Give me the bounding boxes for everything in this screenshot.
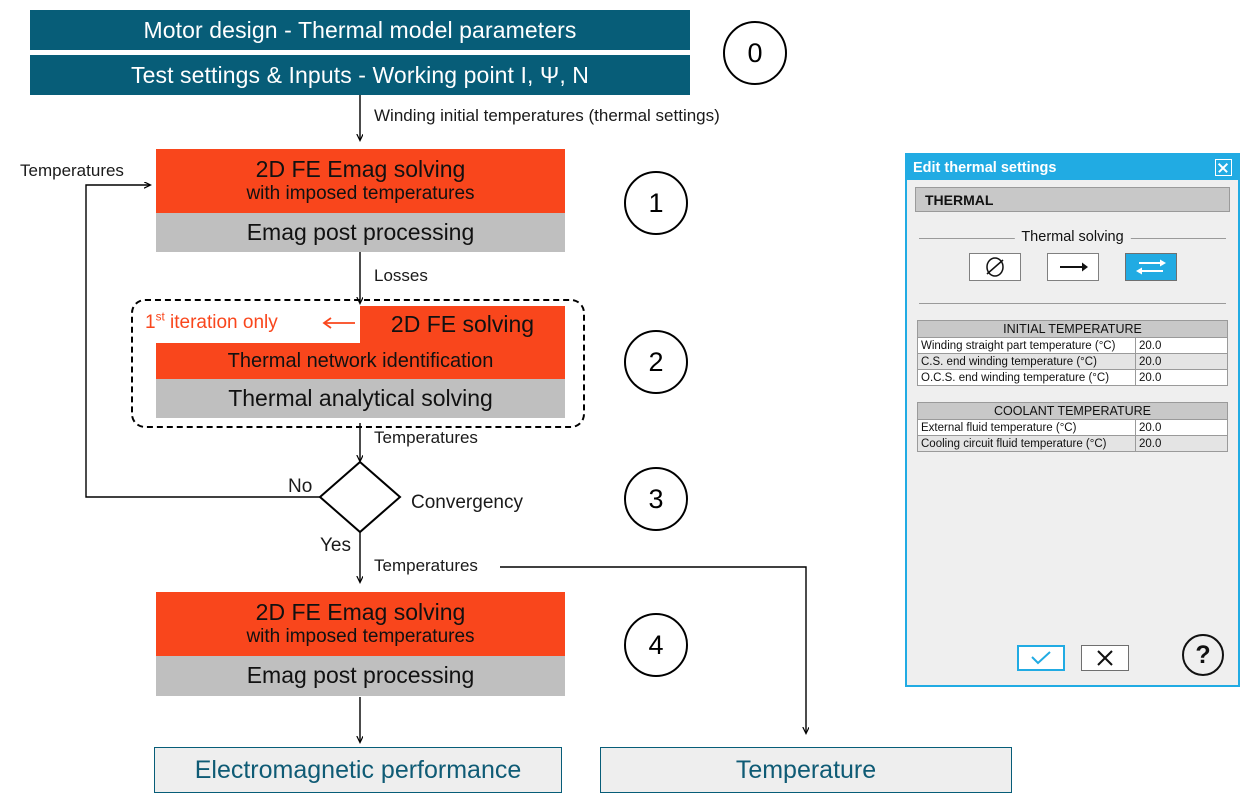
dialog-section-thermal: THERMAL (915, 187, 1230, 212)
decision-label-yes: Yes (320, 535, 351, 556)
block-thermal-analytical-solving: Thermal analytical solving (156, 379, 565, 418)
table-row[interactable]: Winding straight part temperature (°C) 2… (917, 337, 1228, 354)
ok-button[interactable] (1016, 645, 1065, 671)
help-icon: ? (1195, 640, 1211, 669)
coolant-temperature-header: COOLANT TEMPERATURE (917, 402, 1228, 420)
block-emag-post-processing-1: Emag post processing (156, 213, 565, 252)
edge-label-temperatures-yes: Temperatures (374, 556, 478, 575)
initial-temperature-header: INITIAL TEMPERATURE (917, 320, 1228, 338)
row-label: Cooling circuit fluid temperature (°C) (917, 435, 1136, 452)
result-em-label: Electromagnetic performance (194, 755, 522, 784)
edge-label-winding-initial: Winding initial temperatures (thermal se… (374, 106, 720, 125)
block-2d-fe-solving: 2D FE solving (360, 306, 565, 343)
cancel-button[interactable] (1080, 645, 1129, 671)
row-label: Winding straight part temperature (°C) (917, 337, 1136, 354)
dialog-footer: ? (907, 634, 1238, 676)
row-value[interactable]: 20.0 (1135, 369, 1228, 386)
edge-label-temperatures-loop: Temperatures (20, 161, 124, 180)
step-3-number: 3 (648, 483, 664, 514)
header-motor-design-label: Motor design - Thermal model parameters (143, 16, 577, 43)
block4-top-line2: with imposed temperatures (246, 626, 475, 648)
close-icon[interactable] (1215, 159, 1232, 176)
block1-top-line2: with imposed temperatures (246, 183, 475, 205)
thermal-solving-fieldset: Thermal solving (919, 229, 1226, 245)
dialog-title-bar: Edit thermal settings (907, 155, 1238, 180)
header-bar-test-settings: Test settings & Inputs - Working point I… (30, 55, 690, 95)
no-thermal-icon[interactable] (968, 253, 1021, 281)
table-row[interactable]: C.S. end winding temperature (°C) 20.0 (917, 353, 1228, 370)
first-iteration-only-label: 1st iteration only (145, 311, 278, 334)
block-2d-fe-emag-solving-2: 2D FE Emag solving with imposed temperat… (156, 592, 565, 656)
block4-top-line1: 2D FE Emag solving (255, 599, 466, 626)
step-0-number: 0 (747, 37, 763, 68)
row-label: C.S. end winding temperature (°C) (917, 353, 1136, 370)
row-label: O.C.S. end winding temperature (°C) (917, 369, 1136, 386)
checkmark-icon (1030, 651, 1051, 665)
table-header-row: INITIAL TEMPERATURE (917, 320, 1228, 338)
row-value[interactable]: 20.0 (1135, 337, 1228, 354)
one-way-arrow-icon[interactable] (1046, 253, 1099, 281)
cross-icon (1096, 650, 1113, 666)
thermal-solving-mode-group (907, 253, 1238, 281)
table-header-row: COOLANT TEMPERATURE (917, 402, 1228, 420)
dialog-title-label: Edit thermal settings (913, 159, 1057, 176)
block-2d-fe-emag-solving-1: 2D FE Emag solving with imposed temperat… (156, 149, 565, 213)
coolant-temperature-table: COOLANT TEMPERATURE External fluid tempe… (917, 402, 1228, 452)
result-temperature: Temperature (600, 747, 1012, 793)
block2-mid-label: Thermal network identification (227, 349, 494, 372)
row-value[interactable]: 20.0 (1135, 353, 1228, 370)
block-thermal-network-identification: Thermal network identification (156, 343, 565, 379)
block4-bottom-label: Emag post processing (246, 662, 475, 689)
block-emag-post-processing-2: Emag post processing (156, 656, 565, 696)
table-row[interactable]: O.C.S. end winding temperature (°C) 20.0 (917, 369, 1228, 386)
edit-thermal-settings-dialog: Edit thermal settings THERMAL Thermal so… (905, 153, 1240, 687)
dialog-separator (919, 303, 1226, 304)
result-electromagnetic-performance: Electromagnetic performance (154, 747, 562, 793)
edge-label-losses: Losses (374, 266, 428, 285)
decision-label-no: No (288, 476, 313, 497)
dialog-section-thermal-label: THERMAL (925, 191, 994, 208)
block2-top-label: 2D FE solving (390, 310, 535, 337)
step-1-number: 1 (648, 187, 664, 218)
step-circle-1: 1 (624, 171, 688, 235)
result-temperature-label: Temperature (735, 755, 877, 784)
table-row[interactable]: Cooling circuit fluid temperature (°C) 2… (917, 435, 1228, 452)
initial-temperature-table: INITIAL TEMPERATURE Winding straight par… (917, 320, 1228, 386)
header-test-settings-label: Test settings & Inputs - Working point I… (130, 61, 590, 88)
header-bar-motor-design: Motor design - Thermal model parameters (30, 10, 690, 50)
table-row[interactable]: External fluid temperature (°C) 20.0 (917, 419, 1228, 436)
thermal-solving-legend: Thermal solving (1014, 229, 1131, 245)
step-circle-4: 4 (624, 613, 688, 677)
row-value[interactable]: 20.0 (1135, 435, 1228, 452)
step-4-number: 4 (648, 629, 664, 660)
row-value[interactable]: 20.0 (1135, 419, 1228, 436)
block1-top-line1: 2D FE Emag solving (255, 156, 466, 183)
block2-bottom-label: Thermal analytical solving (228, 384, 493, 411)
step-circle-0: 0 (723, 21, 787, 85)
row-label: External fluid temperature (°C) (917, 419, 1136, 436)
block1-bottom-label: Emag post processing (246, 218, 475, 245)
step-circle-3: 3 (624, 467, 688, 531)
decision-label-convergency: Convergency (411, 492, 523, 513)
first-iteration-group (131, 299, 585, 428)
help-button[interactable]: ? (1182, 634, 1224, 676)
step-2-number: 2 (648, 346, 664, 377)
step-circle-2: 2 (624, 330, 688, 394)
edge-label-temperatures-to-convergency: Temperatures (374, 428, 478, 447)
two-way-arrow-icon[interactable] (1124, 253, 1177, 281)
